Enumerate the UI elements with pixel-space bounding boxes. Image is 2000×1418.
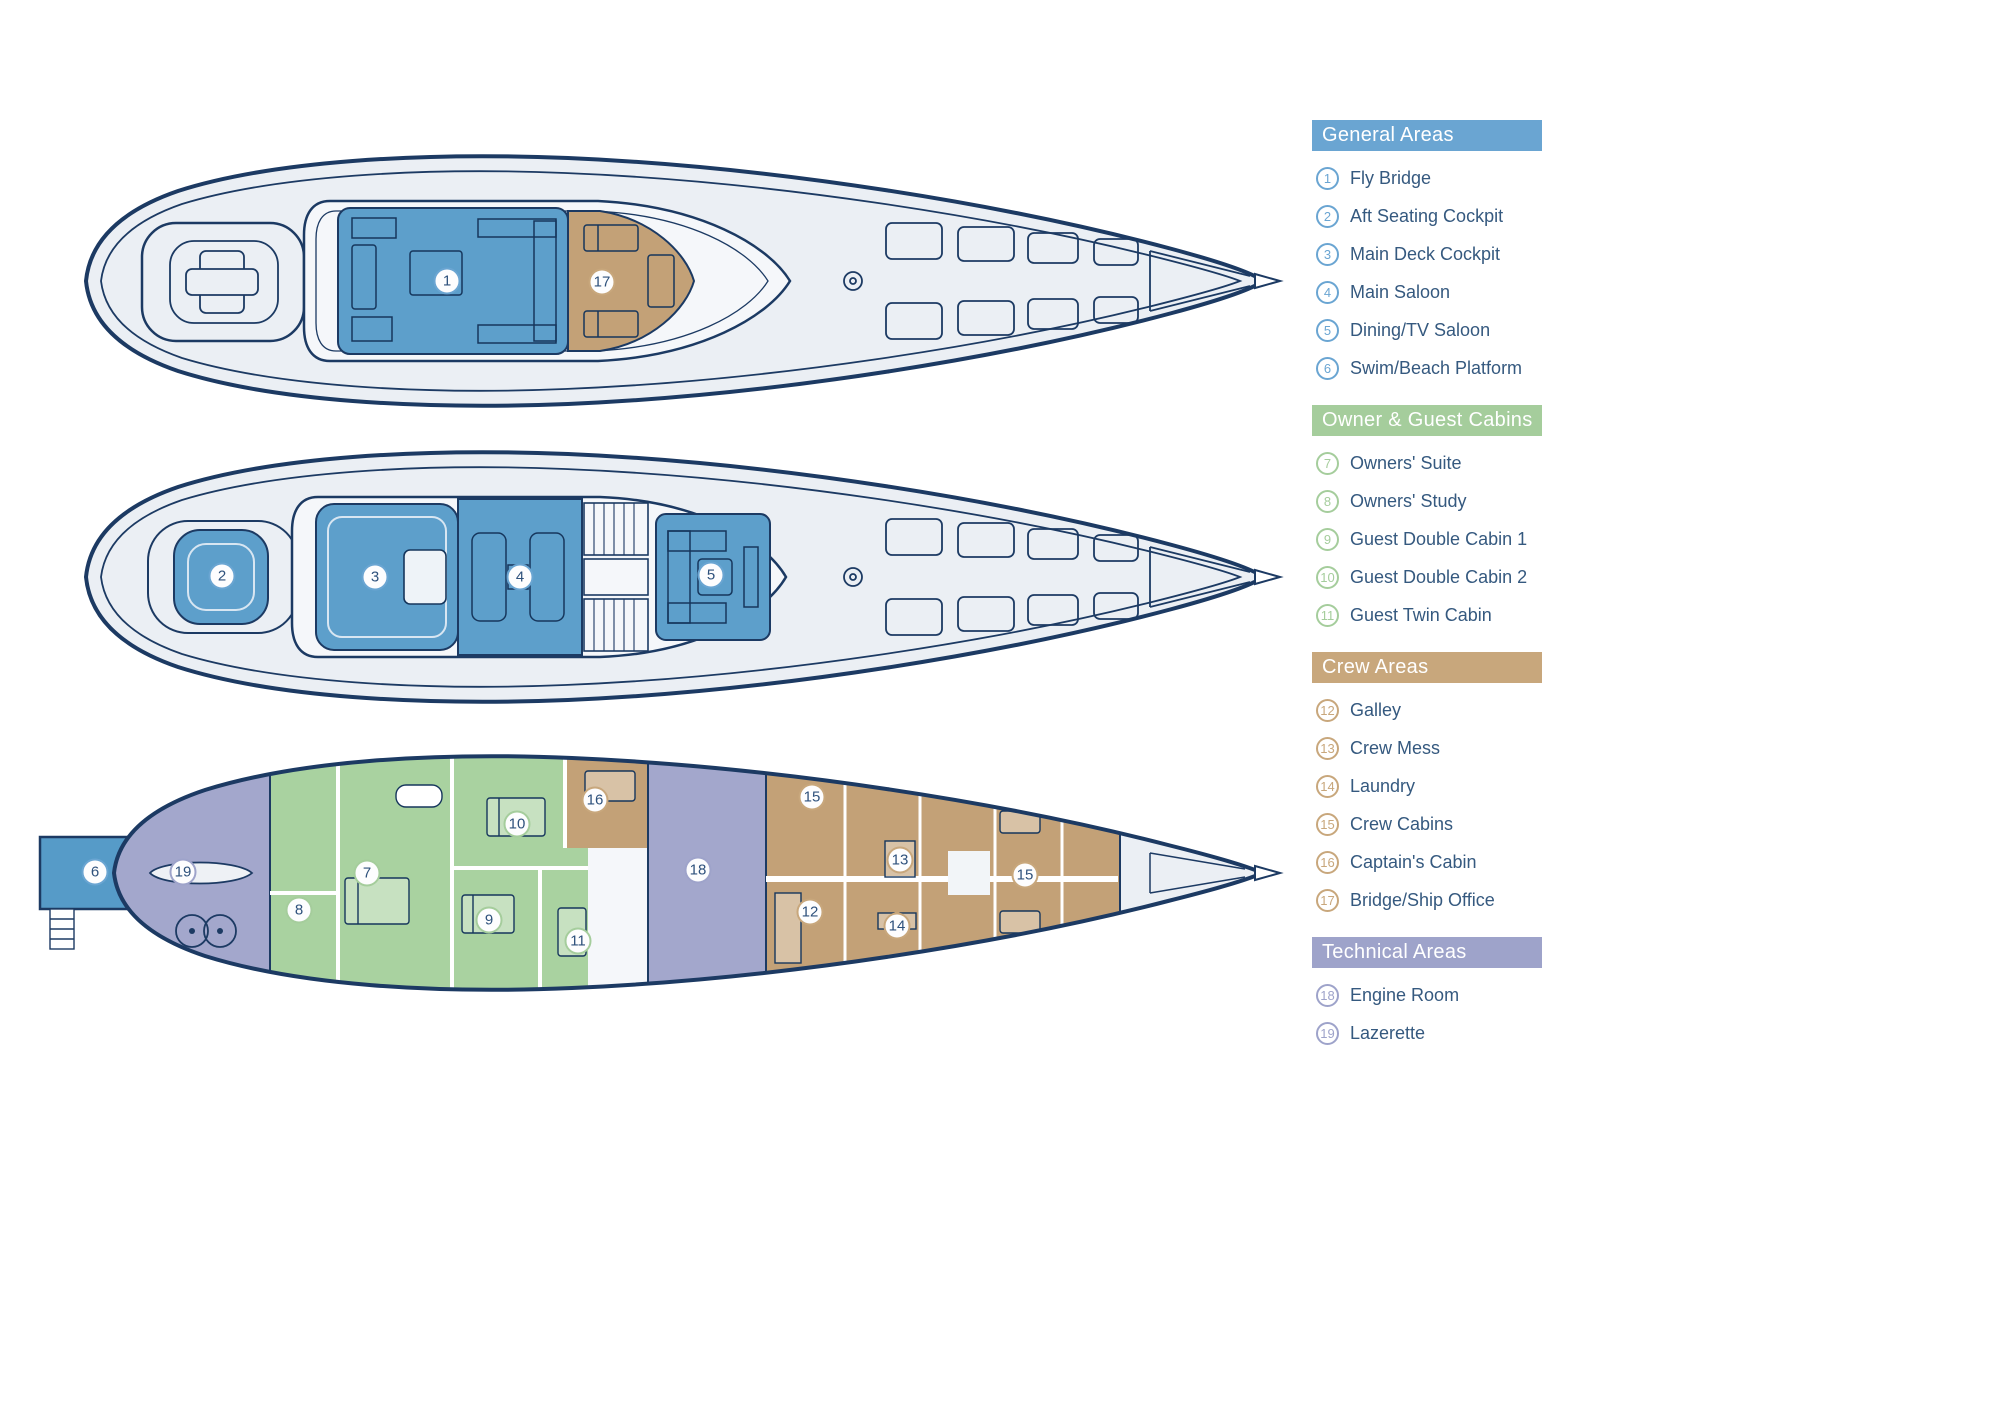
legend-item-number: 3 [1316,242,1339,266]
legend-item-label: Dining/TV Saloon [1350,319,1491,340]
legend-item-main-saloon: 4 Main Saloon [1312,273,1542,311]
legend-item-number: 18 [1316,983,1339,1007]
legend-item-label: Lazerette [1350,1022,1426,1043]
upper-foredeck-details [843,222,1251,340]
legend-item-label: Owners' Suite [1350,452,1462,473]
legend-item-crew-mess: 13 Crew Mess [1312,729,1542,767]
legend-item-number: 9 [1316,527,1339,551]
bow-details [1149,852,1246,894]
lower-deck-zones [114,756,1246,990]
legend-section-title-crew: Crew Areas [1312,652,1542,683]
legend-item-label: Guest Double Cabin 1 [1350,528,1528,549]
legend-section-title-general: General Areas [1312,120,1542,151]
legend-item-number: 1 [1316,166,1339,190]
legend-item-number: 15 [1316,812,1339,836]
legend-item-label: Swim/Beach Platform [1350,357,1523,378]
coachroof-inner-line [315,210,769,352]
bowsprit [1254,864,1284,882]
legend-item-label: Aft Seating Cockpit [1350,205,1504,226]
upper-deck-inner-line [100,170,1243,392]
legend-items-general: 1 Fly Bridge 2 Aft Seating Cockpit 3 Main Dec… [1312,159,1542,387]
crew-walls [766,773,1118,973]
legend-items-crew: 12 Galley 13 Crew Mess 14 Laundry 15 Crew Cabin… [1312,691,1542,919]
legend-section-crew: Crew Areas 12 Galley 13 Crew Mess 14 Laundry 15… [1312,652,1542,919]
dining-tv-saloon-area [655,513,771,641]
legend-item-number: 14 [1316,774,1339,798]
legend-item-owners-study: 8 Owners' Study [1312,482,1542,520]
main-deck-plan [83,450,1284,704]
bridge-office-area [567,210,696,352]
legend-item-label: Main Deck Cockpit [1350,243,1501,264]
legend-section-guest: Owner & Guest Cabins 7 Owners' Suite 8 Owner… [1312,405,1542,634]
legend-item-fly-bridge: 1 Fly Bridge [1312,159,1542,197]
legend-section-technical: Technical Areas 18 Engine Room 19 Lazerette [1312,937,1542,1052]
legend-item-swim-beach-platform: 6 Swim/Beach Platform [1312,349,1542,387]
legend-item-guest-double-cabin-2: 10 Guest Double Cabin 2 [1312,558,1542,596]
lower-deck-plan [38,754,1284,992]
legend-item-label: Crew Mess [1350,737,1441,758]
main-foredeck-details [843,518,1251,636]
legend-item-guest-double-cabin-1: 9 Guest Double Cabin 1 [1312,520,1542,558]
legend-item-number: 11 [1316,603,1339,627]
legend-item-main-deck-cockpit: 3 Main Deck Cockpit [1312,235,1542,273]
legend-item-label: Engine Room [1350,984,1460,1005]
stairs-landing [588,848,648,990]
fly-bridge-furniture [351,217,557,344]
cockpit-table [403,549,447,605]
legend-panel: General Areas 1 Fly Bridge 2 Aft Seating Coc… [1312,120,1542,1070]
legend-item-bridge-ship-office: 17 Bridge/Ship Office [1312,881,1542,919]
legend-item-number: 13 [1316,736,1339,760]
guest-walls [270,758,588,988]
legend-item-guest-twin-cabin: 11 Guest Twin Cabin [1312,596,1542,634]
dining-furniture [667,530,759,624]
legend-item-label: Owners' Study [1350,490,1467,511]
legend-item-label: Crew Cabins [1350,813,1454,834]
legend-item-label: Captain's Cabin [1350,851,1477,872]
upper-deck-plan [83,154,1284,408]
legend-item-label: Guest Twin Cabin [1350,604,1492,625]
legend-item-laundry: 14 Laundry [1312,767,1542,805]
legend-item-number: 5 [1316,318,1339,342]
legend-item-label: Main Saloon [1350,281,1451,302]
legend-item-number: 12 [1316,698,1339,722]
legend-item-engine-room: 18 Engine Room [1312,976,1542,1014]
legend-item-number: 7 [1316,451,1339,475]
legend-item-captain-s-cabin: 16 Captain's Cabin [1312,843,1542,881]
main-deck-inner-line [100,466,1243,688]
aft-cockpit-seat-line [187,543,255,611]
legend-section-title-technical: Technical Areas [1312,937,1542,968]
legend-item-label: Bridge/Ship Office [1350,889,1495,910]
legend-item-label: Guest Double Cabin 2 [1350,566,1528,587]
legend-item-label: Galley [1350,699,1402,720]
legend-item-galley: 12 Galley [1312,691,1542,729]
swim-ladder [49,908,75,950]
legend-item-number: 8 [1316,489,1339,513]
legend-item-label: Laundry [1350,775,1416,796]
legend-item-label: Fly Bridge [1350,167,1432,188]
aft-seating-structure [140,221,306,343]
crew-area [766,756,1120,990]
legend-section-general: General Areas 1 Fly Bridge 2 Aft Seating Coc… [1312,120,1542,387]
legend-item-dining-tv-saloon: 5 Dining/TV Saloon [1312,311,1542,349]
legend-item-lazerette: 19 Lazerette [1312,1014,1542,1052]
stairwell [583,502,649,652]
legend-item-number: 6 [1316,356,1339,380]
legend-item-number: 4 [1316,280,1339,304]
legend-item-number: 17 [1316,888,1339,912]
legend-item-crew-cabins: 15 Crew Cabins [1312,805,1542,843]
bowsprit [1254,568,1284,586]
legend-item-number: 16 [1316,850,1339,874]
legend-item-number: 19 [1316,1021,1339,1045]
legend-items-technical: 18 Engine Room 19 Lazerette [1312,976,1542,1052]
bridge-office-furniture [583,224,675,338]
legend-item-number: 10 [1316,565,1339,589]
legend-section-title-guest: Owner & Guest Cabins [1312,405,1542,436]
legend-item-owners-suite: 7 Owners' Suite [1312,444,1542,482]
bowsprit [1254,272,1284,290]
legend-item-number: 2 [1316,204,1339,228]
engine-room-area [648,756,766,990]
legend-item-aft-seating-cockpit: 2 Aft Seating Cockpit [1312,197,1542,235]
